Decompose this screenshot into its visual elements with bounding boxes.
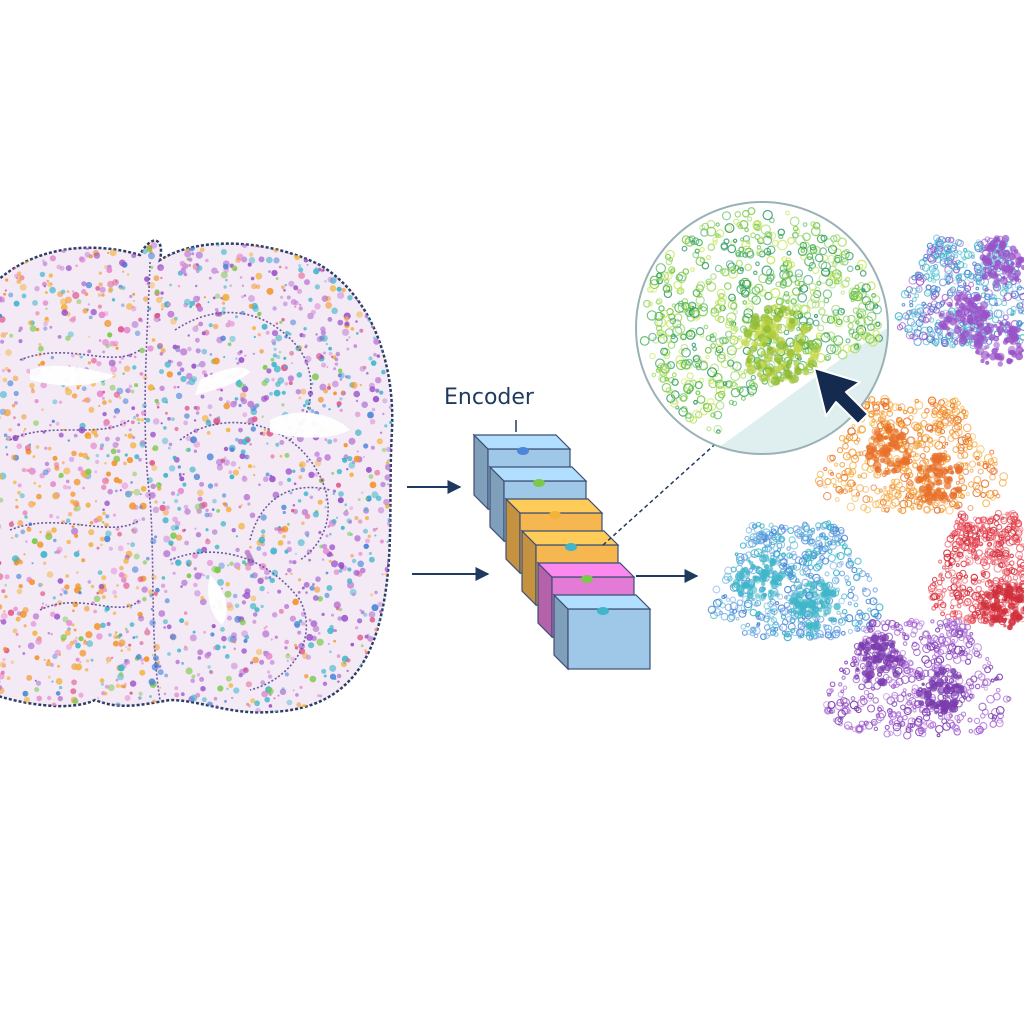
brain-gaps <box>30 365 350 625</box>
encoder-label: Encoder <box>444 385 535 410</box>
cluster-teal <box>894 234 1024 367</box>
embedding-clusters <box>707 234 1024 740</box>
cursor-arrow-icon <box>813 367 869 425</box>
brain-tissue-map <box>0 239 394 714</box>
encoder-block <box>552 593 652 671</box>
encoder-block-stack <box>472 433 652 671</box>
cluster-blue <box>707 520 884 642</box>
zoom-connector <box>602 437 723 546</box>
cluster-red <box>927 509 1024 631</box>
zoom-cell-dots <box>639 207 883 434</box>
zoom-inset <box>635 201 889 455</box>
cluster-purple <box>823 617 1012 740</box>
cluster-orange <box>814 394 1009 515</box>
brain-folds <box>9 261 331 701</box>
zoom-inset-border <box>635 201 889 455</box>
